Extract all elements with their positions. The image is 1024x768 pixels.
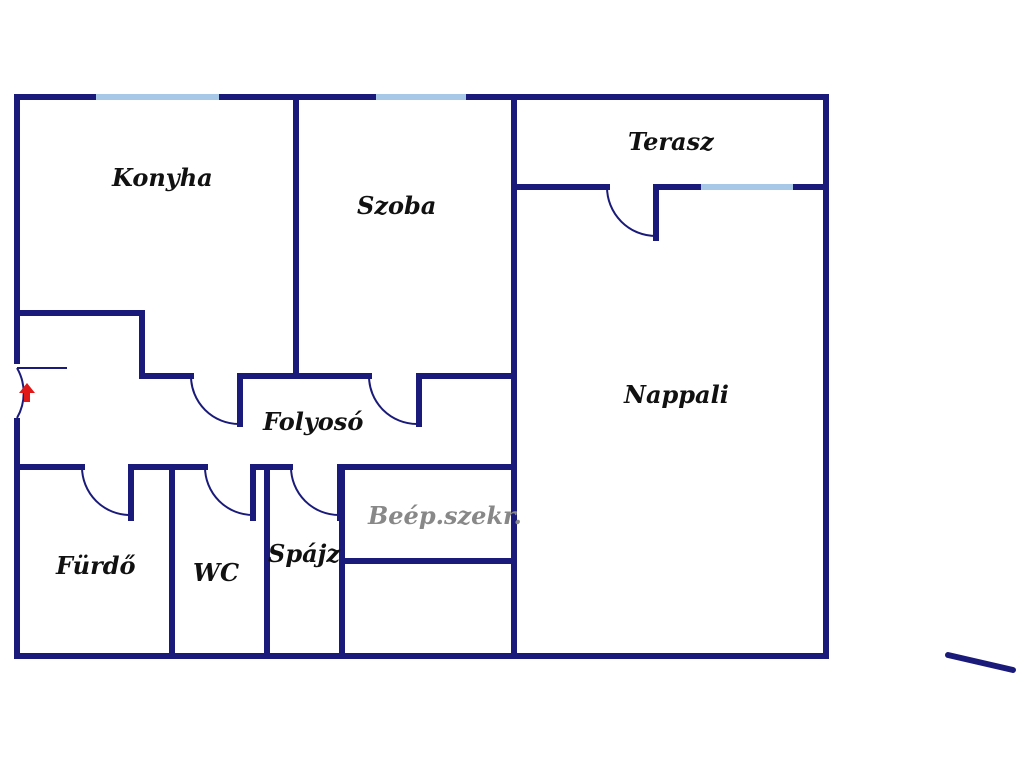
door-furdo [81, 466, 131, 516]
label-szoba: Szoba [357, 191, 436, 220]
door-szoba [368, 375, 418, 425]
label-wc: WC [193, 558, 239, 587]
room-labels: Konyha Szoba Terasz Nappali Folyosó Fürd… [55, 127, 729, 587]
label-furdo: Fürdő [55, 551, 136, 580]
label-spajz: Spájz [268, 539, 341, 568]
label-beepitett-szekreny: Beép.szekr. [367, 501, 522, 530]
door-swings [16, 186, 657, 516]
label-nappali: Nappali [623, 380, 729, 409]
entrance-arrow-icon [19, 383, 35, 402]
door-spajz [290, 466, 340, 516]
north-indicator-icon [945, 652, 1016, 673]
label-folyoso: Folyosó [262, 407, 363, 436]
walls [14, 94, 829, 659]
door-wc [204, 466, 254, 516]
label-terasz: Terasz [628, 127, 715, 156]
label-konyha: Konyha [111, 163, 213, 192]
windows [96, 94, 793, 190]
door-konyha [190, 375, 240, 425]
door-terasz [606, 186, 657, 237]
